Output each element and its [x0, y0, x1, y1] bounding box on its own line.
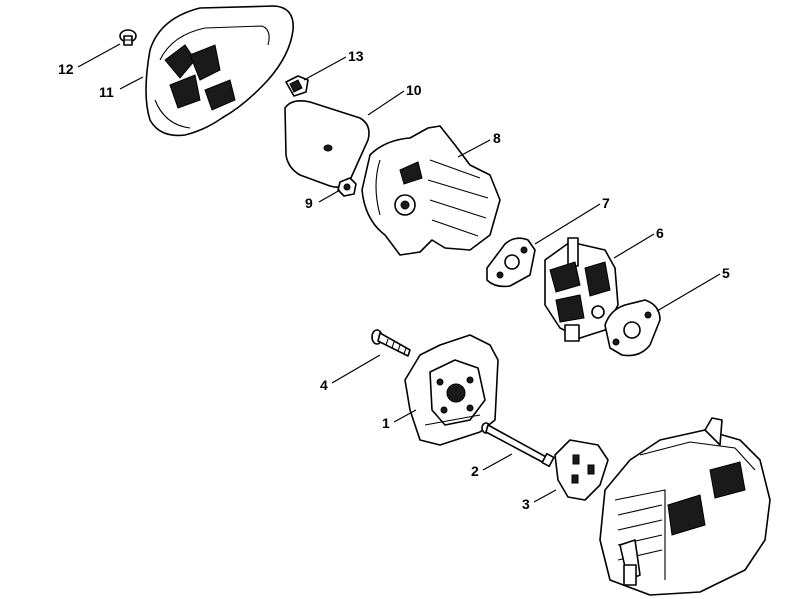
callout-1: 1	[382, 415, 390, 431]
part-12-screw	[119, 29, 137, 46]
callout-12: 12	[58, 61, 74, 77]
part-7-gasket	[486, 237, 536, 288]
callout-6: 6	[656, 225, 664, 241]
part-10-air-filter	[284, 100, 370, 188]
part-5-gasket	[604, 299, 661, 357]
callout-8: 8	[493, 130, 501, 146]
callout-11: 11	[99, 84, 114, 100]
part-13-clip	[285, 75, 309, 97]
part-6-carburetor	[544, 237, 619, 342]
callout-labels: 12 11 13 10 8 9 7 6 5 4 1 2 3	[58, 48, 730, 512]
callout-9: 9	[305, 195, 313, 211]
callout-4: 4	[320, 377, 328, 393]
part-9-nut	[337, 177, 357, 197]
callout-10: 10	[406, 82, 422, 98]
part-1-flange	[404, 334, 499, 446]
engine-block	[599, 417, 771, 596]
callout-13: 13	[348, 48, 364, 64]
callout-7: 7	[602, 195, 610, 211]
part-11-filter-cover	[145, 5, 294, 137]
part-4-bolt	[371, 329, 411, 357]
part-2-long-bolt	[481, 422, 555, 468]
part-8-carburetor-box	[361, 125, 501, 256]
callout-5: 5	[722, 265, 730, 281]
part-3-plate	[554, 439, 609, 501]
leader-lines	[77, 43, 721, 503]
callout-3: 3	[522, 496, 530, 512]
callout-2: 2	[471, 463, 479, 479]
